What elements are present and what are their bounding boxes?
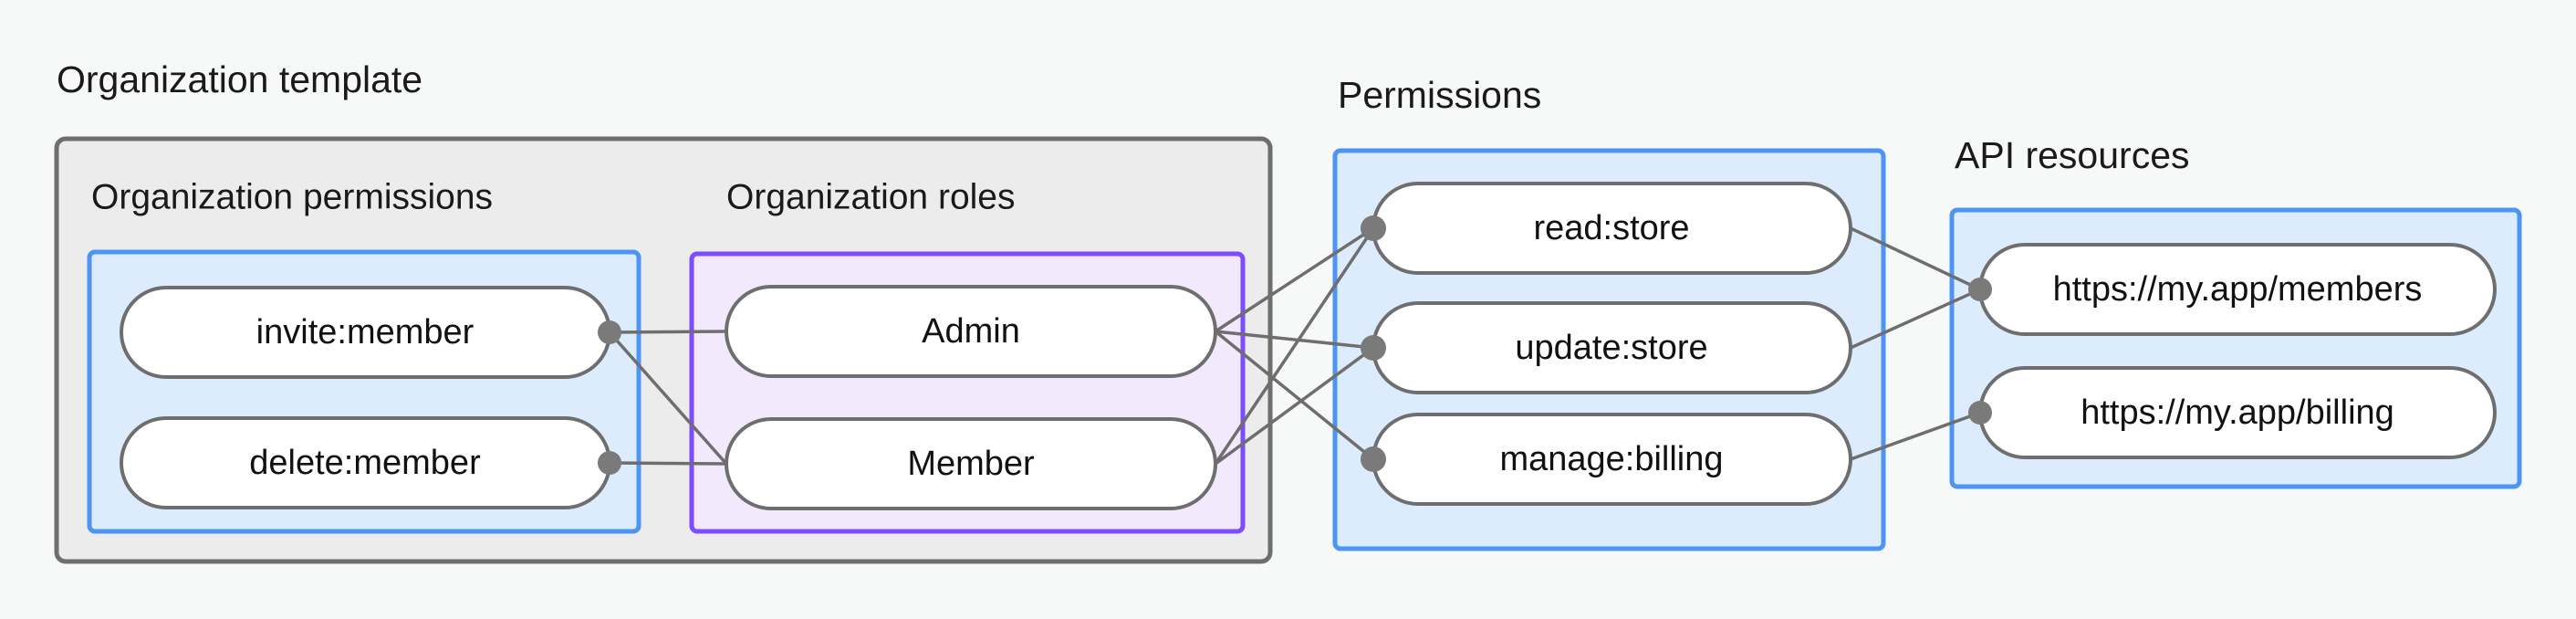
node-label-delete-member: delete:member: [249, 444, 481, 482]
node-label-invite-member: invite:member: [256, 313, 475, 351]
node-admin[interactable]: Admin: [725, 285, 1217, 378]
subgroup-label-organization-roles: Organization roles: [726, 177, 1016, 216]
node-invite-member[interactable]: invite:member: [120, 286, 611, 379]
node-read-store[interactable]: read:store: [1371, 182, 1852, 275]
edge-dot-manage-billing-in: [1361, 446, 1386, 472]
edge-delete-member-to-member: [609, 461, 727, 466]
edge-dot-api-members-in: [1968, 278, 1992, 301]
edge-member-to-update-store: [1214, 346, 1375, 466]
node-label-api-members: https://my.app/members: [2053, 270, 2423, 309]
node-label-member: Member: [907, 445, 1035, 483]
node-label-read-store: read:store: [1533, 209, 1689, 247]
edge-dot-api-billing-in: [1968, 401, 1992, 425]
edge-dot-update-store-in: [1361, 335, 1386, 361]
node-delete-member[interactable]: delete:member: [120, 416, 611, 509]
group-label-api-resources: API resources: [1955, 134, 2190, 176]
edge-anchor-group: [598, 215, 1992, 475]
subgroup-label-organization-permissions: Organization permissions: [91, 177, 493, 216]
edge-dot-invite-member-out: [598, 320, 621, 344]
edge-admin-to-manage-billing: [1214, 330, 1375, 461]
node-member[interactable]: Member: [725, 417, 1217, 510]
node-api-billing[interactable]: https://my.app/billing: [1978, 366, 2497, 459]
edge-admin-to-update-store: [1215, 330, 1374, 350]
edge-dot-read-store-in: [1361, 215, 1386, 241]
node-label-api-billing: https://my.app/billing: [2081, 393, 2394, 432]
node-api-members[interactable]: https://my.app/members: [1978, 243, 2497, 336]
group-label-organization-template: Organization template: [57, 58, 422, 100]
node-label-manage-billing: manage:billing: [1499, 440, 1723, 478]
node-label-update-store: update:store: [1515, 329, 1707, 367]
node-update-store[interactable]: update:store: [1371, 301, 1852, 394]
edge-read-store-to-api-members: [1850, 226, 1981, 291]
edge-member-to-read-store: [1214, 227, 1375, 465]
node-label-admin: Admin: [922, 312, 1020, 351]
edge-invite-member-to-admin: [609, 330, 727, 334]
edge-admin-to-read-store: [1215, 226, 1374, 333]
node-manage-billing[interactable]: manage:billing: [1371, 413, 1852, 506]
edge-manage-billing-to-api-billing: [1850, 411, 1981, 461]
edge-invite-member-to-member: [608, 330, 728, 466]
edge-dot-delete-member-out: [598, 451, 621, 475]
node-pill-member[interactable]: [725, 417, 1217, 510]
edge-group: [608, 226, 1981, 466]
edge-update-store-to-api-members: [1850, 288, 1981, 350]
node-pill-admin[interactable]: [725, 285, 1217, 378]
group-label-permissions: Permissions: [1338, 74, 1541, 116]
